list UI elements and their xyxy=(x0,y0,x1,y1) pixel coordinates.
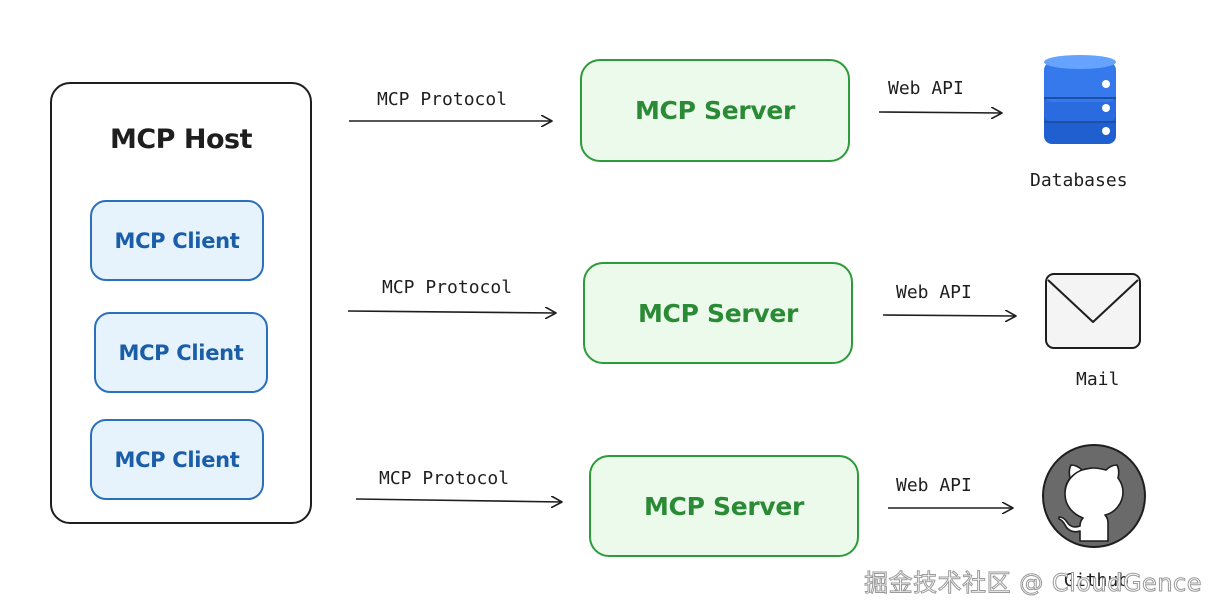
web-api-label: Web API xyxy=(888,78,964,99)
mcp-server-box: MCP Server xyxy=(583,262,853,364)
protocol-label: MCP Protocol xyxy=(377,89,508,110)
mcp-server-label: MCP Server xyxy=(643,491,805,521)
database-icon xyxy=(1044,55,1116,144)
mcp-client-label: MCP Client xyxy=(114,228,240,253)
web-api-arrow xyxy=(878,112,1002,113)
mcp-client-label: MCP Client xyxy=(118,340,244,365)
protocol-label: MCP Protocol xyxy=(382,277,513,298)
mcp-server-box: MCP Server xyxy=(580,59,850,162)
mcp-client-box: MCP Client xyxy=(94,312,268,393)
web-api-arrow xyxy=(882,315,1016,316)
mcp-server-label: MCP Server xyxy=(637,298,799,328)
web-api-label: Web API xyxy=(896,282,972,303)
protocol-arrow xyxy=(347,311,556,313)
service-label-github: Github xyxy=(1064,570,1130,591)
github-icon xyxy=(1042,444,1146,548)
mcp-host-title: MCP Host xyxy=(110,124,253,155)
protocol-arrow xyxy=(355,499,562,502)
mcp-client-box: MCP Client xyxy=(90,200,264,281)
web-api-label: Web API xyxy=(896,475,972,496)
mcp-server-label: MCP Server xyxy=(634,96,796,125)
mcp-client-box: MCP Client xyxy=(90,419,264,500)
protocol-label: MCP Protocol xyxy=(379,468,510,489)
mcp-server-box: MCP Server xyxy=(589,455,859,557)
mcp-client-label: MCP Client xyxy=(114,447,240,472)
service-label-databases: Databases xyxy=(1030,170,1128,191)
service-label-mail: Mail xyxy=(1076,369,1120,390)
mail-icon xyxy=(1045,273,1141,349)
watermark: 掘金技术社区 @ CloudGence xyxy=(864,569,1202,598)
